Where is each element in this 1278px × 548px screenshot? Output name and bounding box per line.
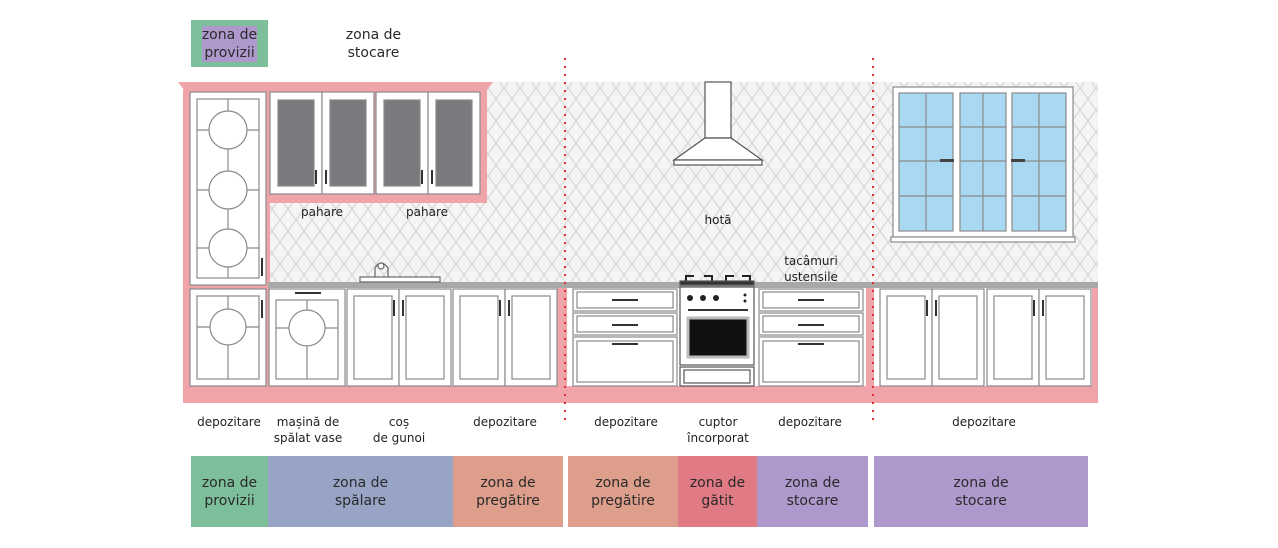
- plinth-middle: [567, 386, 870, 403]
- label-storage-left: depozitare: [473, 415, 537, 429]
- zone-label: zona de pregătire: [476, 474, 540, 509]
- zone-label: zona de spălare: [332, 474, 389, 509]
- label-storage-middle-right: depozitare: [778, 415, 842, 429]
- zone-label: zona de stocare: [784, 474, 841, 509]
- zone-label: zona de provizii: [201, 474, 258, 509]
- label-hood: hotă: [704, 213, 732, 227]
- label-trash-bin: coș de gunoi: [372, 415, 426, 445]
- label-glasses-left: pahare: [301, 205, 343, 219]
- zone-pregatire-left: zona de pregătire: [453, 456, 563, 527]
- base-cabinets-right: [879, 288, 1092, 387]
- label-storage-right: depozitare: [952, 415, 1016, 429]
- top-zone-stocare: zona de stocare: [268, 20, 479, 67]
- top-zone-label: zona de stocare: [345, 26, 402, 61]
- label-storage-pantry: depozitare: [197, 415, 261, 429]
- oven: [679, 275, 755, 387]
- zone-label: zona de pregătire: [591, 474, 655, 509]
- glass-wall-cabinets: [269, 91, 481, 195]
- top-zone-label: zona de provizii: [201, 25, 258, 62]
- base-cabinets-left: [268, 288, 558, 387]
- zone-gatit: zona de gătit: [678, 456, 757, 527]
- range-hood: [672, 81, 764, 166]
- sink-faucet: [359, 262, 441, 283]
- zone-provizii: zona de provizii: [191, 456, 268, 527]
- pantry-cabinet: [189, 91, 267, 387]
- crown-molding: [178, 82, 493, 90]
- label-cutlery: tacâmuri ustensile: [784, 254, 838, 284]
- label-dishwasher: mașină de spălat vase: [273, 415, 343, 445]
- label-built-in-oven: cuptor încorporat: [687, 415, 749, 445]
- plinth-right: [874, 386, 1098, 403]
- zone-label: zona de stocare: [953, 474, 1009, 509]
- zone-stocare-right: zona de stocare: [874, 456, 1088, 527]
- plinth-left: [183, 386, 564, 403]
- top-zone-provizii: zona de provizii: [191, 20, 268, 67]
- zone-pregatire-middle: zona de pregătire: [568, 456, 678, 527]
- window: [890, 86, 1076, 243]
- zone-stocare-middle: zona de stocare: [757, 456, 868, 527]
- zone-spalare: zona de spălare: [268, 456, 453, 527]
- zone-label: zona de gătit: [689, 474, 746, 509]
- label-storage-middle-left: depozitare: [594, 415, 658, 429]
- base-cabinets-middle: [572, 288, 864, 387]
- label-glasses-right: pahare: [406, 205, 448, 219]
